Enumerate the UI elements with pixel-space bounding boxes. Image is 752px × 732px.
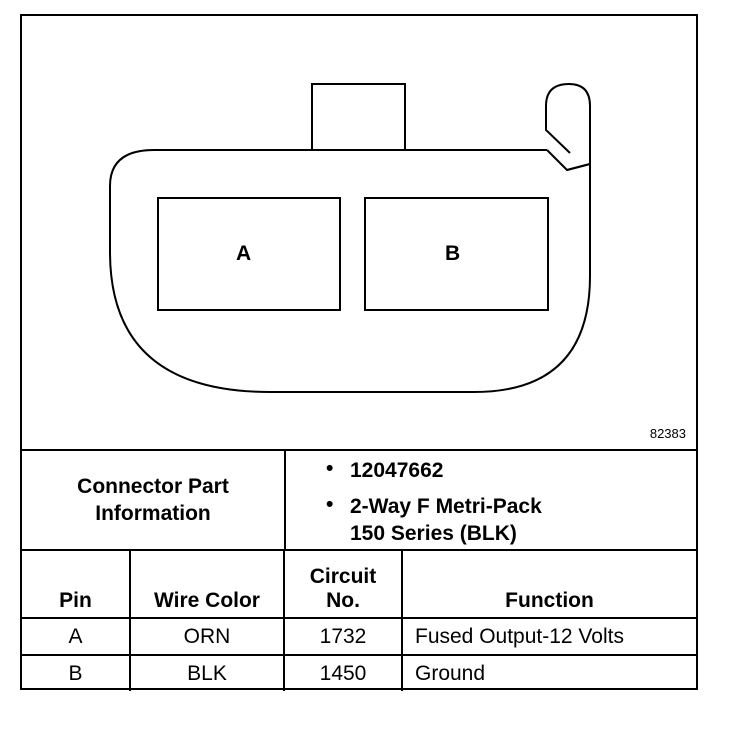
description-line1: 2-Way F Metri-Pack — [350, 495, 542, 518]
part-number: 12047662 — [350, 459, 444, 482]
wire-color-cell: ORN — [130, 618, 285, 656]
cavity-a — [157, 197, 341, 311]
header-circuit-line1: Circuit — [309, 565, 377, 588]
header-circuit-line2: No. — [326, 589, 360, 612]
header-wire-color: Wire Color — [130, 551, 285, 619]
connector-drawing: A B 82383 — [22, 16, 696, 448]
connector-info-label-line2: Information — [95, 502, 211, 525]
cavity-b-label: B — [445, 242, 461, 265]
bullet-icon: • — [326, 457, 334, 480]
connector-outline-svg — [109, 82, 591, 393]
table-row: B BLK 1450 Ground — [22, 655, 696, 691]
connector-diagram-frame: A B 82383 Connector Part Information • 1… — [20, 14, 698, 691]
header-function: Function — [402, 551, 696, 619]
circuit-cell: 1450 — [284, 655, 403, 691]
pin-cell: B — [22, 655, 131, 691]
function-cell: Fused Output-12 Volts — [402, 618, 696, 656]
bullet-icon: • — [326, 493, 334, 516]
wire-color-cell: BLK — [130, 655, 285, 691]
pin-table: Pin Wire Color Circuit No. Function A OR… — [22, 551, 696, 691]
pin-cell: A — [22, 618, 131, 656]
figure-number: 82383 — [649, 426, 686, 441]
connector-body — [109, 149, 591, 393]
table-row: A ORN 1732 Fused Output-12 Volts — [22, 618, 696, 656]
pin-table-header-row: Pin Wire Color Circuit No. Function — [22, 551, 696, 619]
header-pin: Pin — [22, 551, 131, 619]
description-line2: 150 Series (BLK) — [350, 522, 517, 545]
latch-lever — [545, 82, 591, 172]
connector-part-info: Connector Part Information • 12047662 • … — [22, 449, 696, 551]
header-circuit: Circuit No. — [284, 551, 403, 619]
cavity-b — [364, 197, 549, 311]
cavity-a-label: A — [236, 242, 252, 265]
connector-info-label: Connector Part Information — [22, 451, 286, 549]
connector-info-label-line1: Connector Part — [77, 475, 229, 498]
locking-tab — [311, 83, 406, 150]
circuit-cell: 1732 — [284, 618, 403, 656]
connector-info-details: • 12047662 • 2-Way F Metri-Pack 150 Seri… — [286, 451, 696, 549]
function-cell: Ground — [415, 661, 486, 685]
